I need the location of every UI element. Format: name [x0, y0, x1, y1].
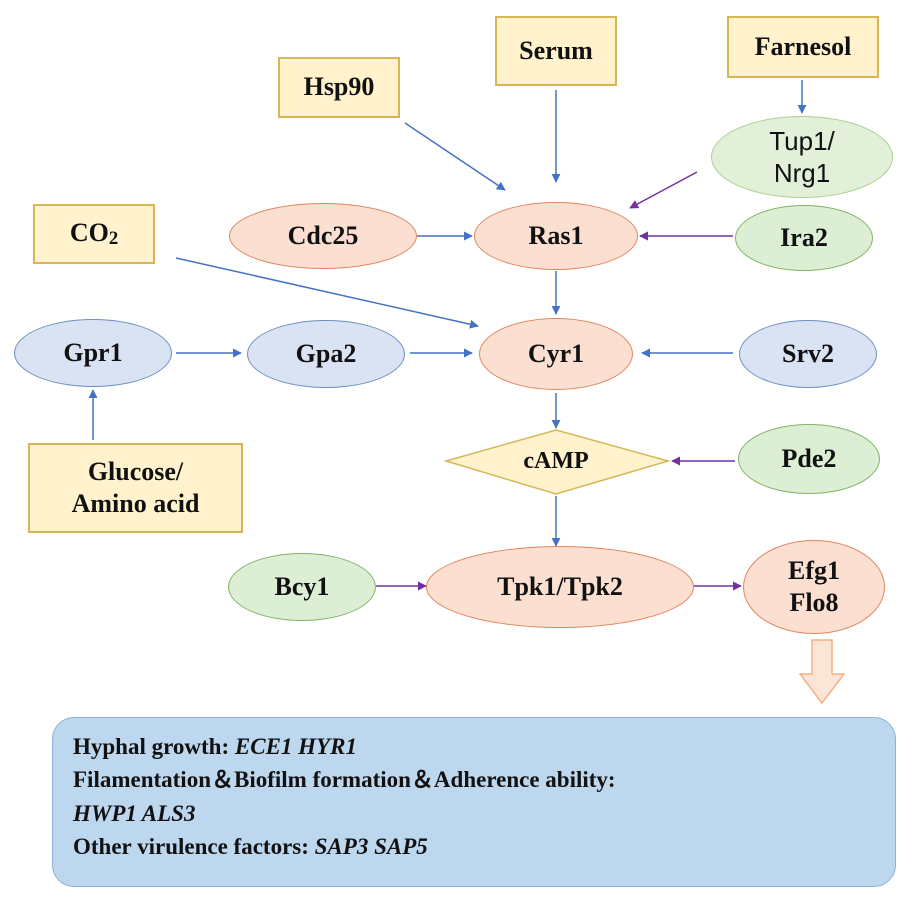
cyr1-label: Cyr1: [527, 338, 585, 368]
srv2-node: Srv2: [739, 320, 877, 388]
farnesol-box: Farnesol: [727, 16, 879, 78]
cyr1-node: Cyr1: [479, 318, 633, 390]
glucose-amino-acid-box: Glucose/ Amino acid: [28, 443, 243, 533]
camp-diamond-shape: [443, 429, 671, 495]
gpr1-node: Gpr1: [14, 319, 172, 387]
arrow-tup1-ras1: [629, 171, 698, 209]
ira2-label: Ira2: [780, 222, 828, 252]
outcome-filamentation-genes: HWP1 ALS3: [73, 800, 196, 826]
farnesol-label: Farnesol: [754, 31, 852, 61]
outcome-hyphal-growth: Hyphal growth: ECE1 HYR1: [73, 734, 357, 759]
efg1-flo8-node: Efg1 Flo8: [743, 540, 885, 634]
bcy1-node: Bcy1: [228, 553, 376, 621]
tup1-label: Tup1/: [769, 125, 835, 156]
nrg1-label: Nrg1: [773, 158, 831, 188]
ras1-node: Ras1: [474, 202, 638, 270]
gpa2-label: Gpa2: [295, 338, 357, 368]
down-block-arrow-icon: [798, 639, 846, 705]
srv2-label: Srv2: [782, 338, 834, 368]
arrow-co2-cyr1: [175, 257, 479, 329]
co2-label: CO2: [69, 218, 119, 250]
ira2-node: Ira2: [735, 205, 873, 271]
camp-node: cAMP: [486, 440, 626, 482]
pde2-label: Pde2: [781, 443, 837, 473]
hsp90-box: Hsp90: [278, 57, 400, 118]
glucose-label-line1: Glucose/: [87, 456, 184, 486]
serum-box: Serum: [495, 16, 617, 86]
hsp90-label: Hsp90: [303, 72, 375, 102]
outcome-other-virulence: Other virulence factors: SAP3 SAP5: [73, 834, 428, 860]
glucose-label-line2: Amino acid: [71, 489, 200, 518]
cdc25-node: Cdc25: [229, 203, 417, 269]
outcome-filamentation: Filamentation＆Biofilm formation＆Adherenc…: [73, 767, 616, 793]
efg1-label: Efg1: [788, 555, 840, 585]
cdc25-label: Cdc25: [287, 220, 359, 250]
virulence-outcomes-box: Hyphal growth: ECE1 HYR1 Filamentation＆B…: [52, 717, 896, 887]
bcy1-label: Bcy1: [274, 571, 330, 601]
camp-label: cAMP: [523, 448, 589, 474]
tpk1-tpk2-node: Tpk1/Tpk2: [426, 546, 694, 628]
co2-box: CO2: [33, 204, 155, 264]
tpk-label: Tpk1/Tpk2: [497, 571, 623, 601]
tup1-nrg1-node: Tup1/ Nrg1: [711, 116, 893, 198]
arrow-hsp90-ras1: [404, 122, 506, 191]
pde2-node: Pde2: [738, 424, 880, 494]
serum-label: Serum: [519, 35, 593, 65]
gpa2-node: Gpa2: [247, 320, 405, 388]
flo8-label: Flo8: [789, 588, 839, 617]
ras1-label: Ras1: [528, 220, 584, 250]
gpr1-label: Gpr1: [63, 337, 123, 367]
